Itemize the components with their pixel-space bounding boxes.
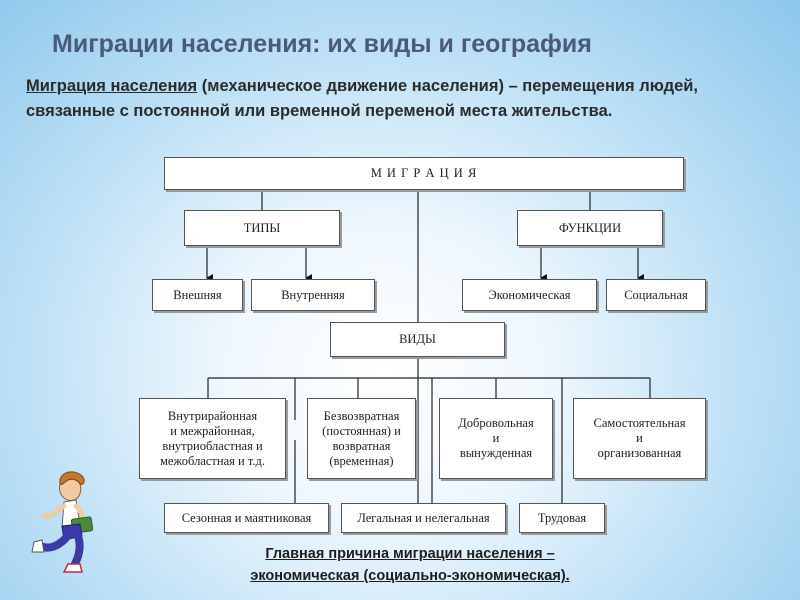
node-functions: ФУНКЦИИ [517, 210, 663, 246]
node-types: ТИПЫ [184, 210, 340, 246]
node-economic: Экономическая [462, 279, 597, 311]
node-intra-inter: Внутрирайонная и межрайонная, внутриобла… [139, 398, 286, 479]
definition-text: Миграция населения (механическое движени… [26, 74, 786, 124]
node-irrevocable-label: Безвозвратная (постоянная) и возвратная … [322, 408, 401, 468]
node-independent-label: Самостоятельная и организованная [593, 416, 686, 460]
conclusion-line-2: экономическая (социально-экономическая). [250, 568, 570, 584]
definition-body: (механическое движение населения) – пере… [26, 77, 699, 120]
conclusion-text: Главная причина миграции населения – эко… [180, 543, 640, 587]
node-voluntary-label: Добровольная и вынужденная [458, 416, 534, 460]
node-legal: Легальная и нелегальная [341, 503, 506, 533]
page-title: Миграции населения: их виды и география [52, 30, 592, 58]
node-social: Социальная [606, 279, 706, 311]
node-independent: Самостоятельная и организованная [573, 398, 706, 479]
definition-term: Миграция населения [26, 77, 198, 95]
node-voluntary: Добровольная и вынужденная [439, 398, 553, 479]
node-seasonal: Сезонная и маятниковая [164, 503, 329, 533]
node-internal: Внутренняя [251, 279, 375, 311]
node-kinds: ВИДЫ [330, 322, 505, 357]
node-irrevocable: Безвозвратная (постоянная) и возвратная … [307, 398, 416, 479]
node-migration: М И Г Р А Ц И Я [164, 157, 684, 190]
node-external: Внешняя [152, 279, 243, 311]
running-man-illustration [31, 471, 94, 573]
conclusion-line-1: Главная причина миграции населения – [265, 546, 555, 562]
node-labor: Трудовая [519, 503, 605, 533]
node-intra-inter-label: Внутрирайонная и межрайонная, внутриобла… [160, 408, 265, 468]
